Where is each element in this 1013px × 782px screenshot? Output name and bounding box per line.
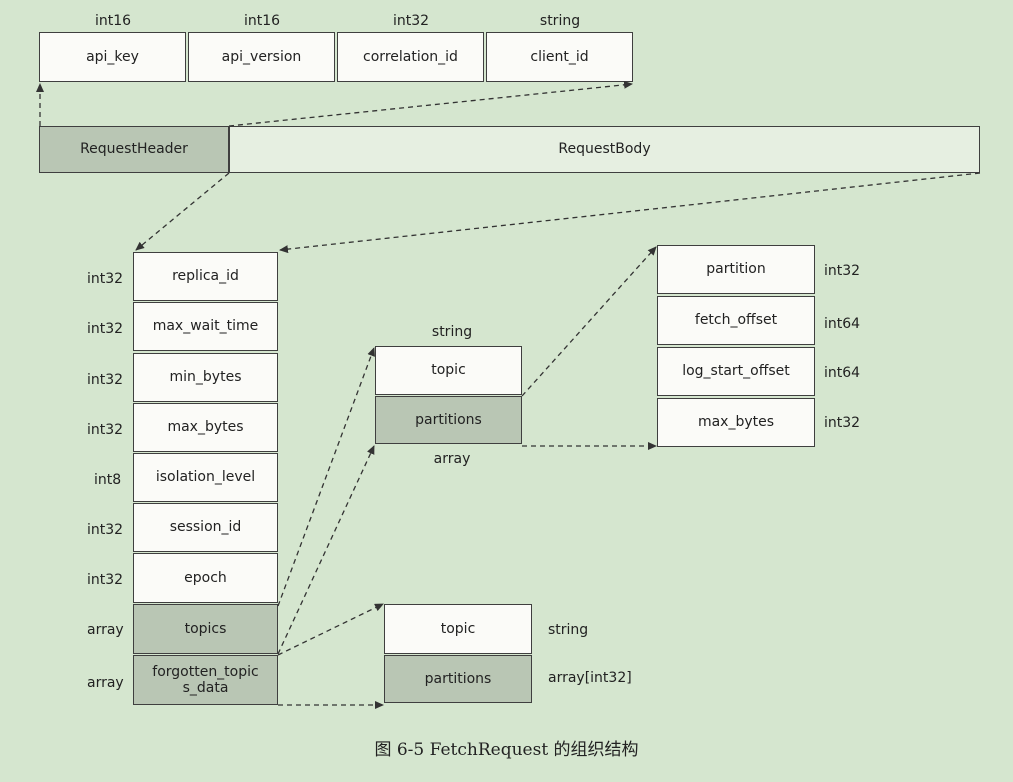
partitions-field: partitions bbox=[375, 396, 522, 444]
api-key-type: int16 bbox=[94, 13, 132, 29]
api-version-type: int16 bbox=[243, 13, 281, 29]
correlation-id-field: correlation_id bbox=[337, 32, 484, 82]
partitions-to-partition-arrow bbox=[521, 246, 657, 397]
client-id-field: client_id bbox=[486, 32, 633, 82]
isolation-level-field: isolation_level bbox=[133, 453, 278, 502]
header-to-client-id-arrow bbox=[228, 80, 633, 127]
epoch-type: int32 bbox=[87, 572, 124, 588]
topics-to-topic-arrow bbox=[277, 347, 375, 607]
forgotten-partitions-type: array[int32] bbox=[548, 670, 632, 686]
api-version-field: api_version bbox=[188, 32, 335, 82]
request-header-block: RequestHeader bbox=[39, 126, 229, 173]
topic-field: topic bbox=[375, 346, 522, 395]
forgotten-to-topic-arrow bbox=[277, 603, 384, 656]
correlation-id-type: int32 bbox=[392, 13, 430, 29]
partition-field: partition bbox=[657, 245, 815, 294]
forgotten-partitions-field: partitions bbox=[384, 655, 532, 703]
session-id-type: int32 bbox=[87, 522, 124, 538]
replica-id-type: int32 bbox=[87, 271, 124, 287]
topics-type: array bbox=[87, 622, 124, 638]
topics-to-partitions-arrow bbox=[277, 445, 375, 655]
max-bytes-type: int32 bbox=[87, 422, 124, 438]
forgotten-topic-type: string bbox=[548, 622, 589, 638]
partition-max-bytes-type: int32 bbox=[824, 415, 861, 431]
log-start-offset-type: int64 bbox=[824, 365, 861, 381]
client-id-type: string bbox=[539, 13, 581, 29]
log-start-offset-field: log_start_offset bbox=[657, 347, 815, 396]
partition-type: int32 bbox=[824, 263, 861, 279]
request-body-block: RequestBody bbox=[229, 126, 980, 173]
epoch-field: epoch bbox=[133, 553, 278, 603]
partitions-type: array bbox=[433, 451, 471, 467]
body-to-replica-arrow bbox=[279, 172, 981, 254]
header-to-replica-arrow bbox=[135, 172, 230, 251]
fetch-offset-field: fetch_offset bbox=[657, 296, 815, 345]
forgotten-topic-field: topic bbox=[384, 604, 532, 654]
fetch-offset-type: int64 bbox=[824, 316, 861, 332]
max-wait-time-field: max_wait_time bbox=[133, 302, 278, 351]
session-id-field: session_id bbox=[133, 503, 278, 552]
max-bytes-field: max_bytes bbox=[133, 403, 278, 452]
min-bytes-type: int32 bbox=[87, 372, 124, 388]
replica-id-field: replica_id bbox=[133, 252, 278, 301]
api-key-field: api_key bbox=[39, 32, 186, 82]
topics-field: topics bbox=[133, 604, 278, 654]
max-wait-time-type: int32 bbox=[87, 321, 124, 337]
isolation-level-type: int8 bbox=[94, 472, 122, 488]
forgotten-topics-data-type: array bbox=[87, 675, 124, 691]
topic-type: string bbox=[431, 324, 473, 340]
partition-max-bytes-field: max_bytes bbox=[657, 398, 815, 447]
figure-caption: 图 6-5 FetchRequest 的组织结构 bbox=[374, 740, 639, 760]
min-bytes-field: min_bytes bbox=[133, 353, 278, 402]
forgotten-topics-data-field: forgotten_topic s_data bbox=[133, 655, 278, 705]
